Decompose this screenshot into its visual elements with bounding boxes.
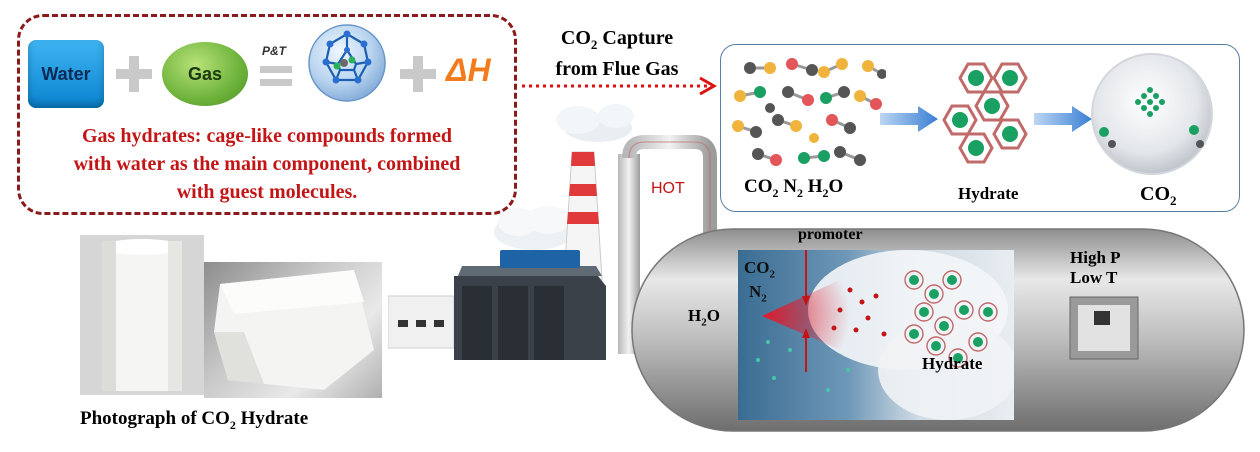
product-sub: 2 (1170, 193, 1177, 208)
capture-label: CO2 Capture from Flue Gas (542, 26, 692, 81)
captured-co2-sphere (1091, 53, 1213, 175)
gas-label: Gas (187, 64, 223, 84)
capture-sub: 2 (590, 37, 598, 52)
mix-co: CO (744, 176, 773, 197)
product-co: CO (1140, 183, 1170, 205)
definition-box (17, 14, 517, 215)
enthalpy-label: ΔH (446, 52, 491, 88)
water-label: Water (41, 64, 91, 84)
r-h-sub: 2 (701, 316, 707, 329)
mix-n: N (778, 176, 797, 197)
definition-line: with water as the main component, combin… (73, 153, 461, 175)
hydrate-block-image (214, 270, 374, 390)
photo-caption: Photograph of CO2 Hydrate (80, 408, 308, 433)
capture-line-1: CO2 Capture (542, 26, 692, 57)
reactor-n2-label: N2 (749, 282, 767, 304)
reactor-hydrate-label: Hydrate (922, 354, 983, 373)
capture-co: CO (560, 27, 591, 49)
hydrate-photo-cylinder (80, 235, 204, 395)
reactor-co2-label: CO2 (744, 258, 775, 280)
r-co: CO (744, 258, 770, 277)
hydrate-lattice-icon (942, 62, 1028, 164)
hydrate-cylinder-image (80, 235, 204, 395)
conditions-label: High P Low T (1070, 248, 1121, 288)
r-o: O (706, 306, 720, 325)
reactor-h2o-label: H2O (688, 306, 720, 328)
r-co-sub: 2 (769, 268, 776, 281)
definition-line: with guest molecules. (176, 181, 358, 203)
definition-line: Gas hydrates: cage-like compounds formed (82, 125, 452, 147)
mix-h-sub: 2 (822, 185, 829, 200)
gas-mixture-molecules (732, 58, 886, 166)
mix-h: H (802, 176, 823, 197)
r-n: N (749, 282, 762, 301)
r-n-sub: 2 (761, 292, 767, 305)
hydrate-label: Hydrate (958, 184, 1019, 203)
plus-icon (116, 56, 152, 92)
water-tile: Water (28, 40, 104, 108)
caption-suffix: Hydrate (235, 408, 309, 429)
hydrate-cage-icon (308, 24, 386, 102)
definition-text: Gas hydrates: cage-like compounds formed… (36, 122, 498, 206)
mixture-label: CO2 N2 H2O (744, 176, 843, 201)
plus-icon (400, 56, 436, 92)
capture-suffix: Capture (597, 27, 674, 49)
mix-n-sub: 2 (796, 185, 803, 200)
gas-ellipse: Gas (162, 42, 248, 106)
mix-o: O (828, 176, 844, 197)
low-t-label: Low T (1070, 268, 1118, 287)
co2-product-label: CO2 (1140, 183, 1177, 209)
hot-label: HOT (651, 180, 685, 197)
reactor-inner-view (756, 250, 1014, 420)
promoter-label: promoter (798, 226, 863, 243)
caption-sub: 2 (229, 417, 236, 432)
r-h: H (688, 306, 702, 325)
mix-co-sub: 2 (772, 185, 779, 200)
capture-line-2: from Flue Gas (555, 58, 679, 80)
dotted-arrow (522, 76, 718, 96)
caption-prefix: Photograph of CO (80, 408, 230, 429)
capture-process-box (720, 44, 1240, 212)
pt-condition-label: P&T (262, 44, 286, 58)
equals-icon (260, 66, 292, 86)
process-arrow (880, 106, 938, 132)
power-plant-illustration (388, 104, 717, 360)
hydrate-photo-block (204, 262, 382, 398)
process-arrow (1034, 106, 1092, 132)
high-p-label: High P (1070, 248, 1121, 267)
